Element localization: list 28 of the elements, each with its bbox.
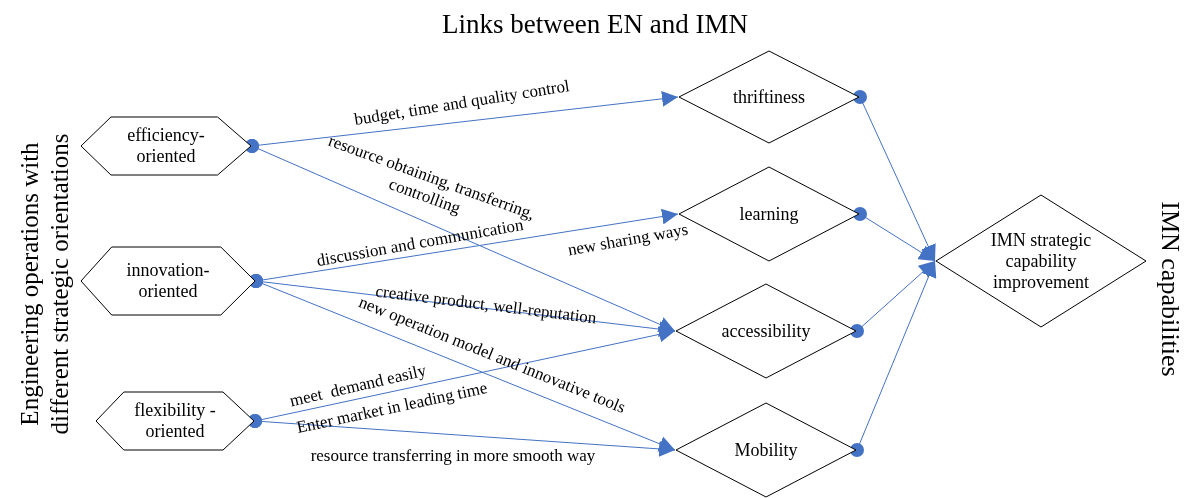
annotation-text: new sharing ways — [565, 218, 691, 262]
axis-caption: IMN capabilities — [1155, 200, 1185, 379]
arrow — [853, 90, 936, 262]
arrow — [850, 260, 936, 338]
arrow — [248, 414, 676, 457]
edge-label: budget, time and quality control — [351, 75, 572, 131]
arrow — [249, 274, 676, 452]
decision-diamond — [678, 50, 860, 144]
arrow — [245, 139, 676, 332]
node-label: thriftiness — [732, 86, 806, 108]
node-label: innovation-oriented — [125, 260, 211, 302]
node-label: learning — [738, 203, 800, 225]
hexagon-node — [80, 116, 252, 176]
title: Links between EN and IMN — [441, 8, 749, 40]
axis-caption: Engineering operations with different strategic orientations — [15, 132, 74, 437]
node-label: accessibility — [720, 320, 812, 342]
node-label: efficiency-oriented — [126, 125, 206, 167]
hexagon-node — [80, 246, 256, 316]
hexagon-node — [95, 391, 255, 451]
arrow — [850, 260, 937, 457]
edge-label: resource transferring in more smooth way — [309, 446, 597, 466]
node-label: flexibility -oriented — [133, 400, 217, 442]
node-label: Mobility — [733, 439, 799, 461]
decision-diamond — [935, 194, 1147, 328]
decision-diamond — [675, 283, 857, 379]
decision-diamond — [675, 402, 857, 498]
arrow — [853, 207, 936, 262]
node-label: IMN strategic capability improvement — [989, 229, 1093, 293]
